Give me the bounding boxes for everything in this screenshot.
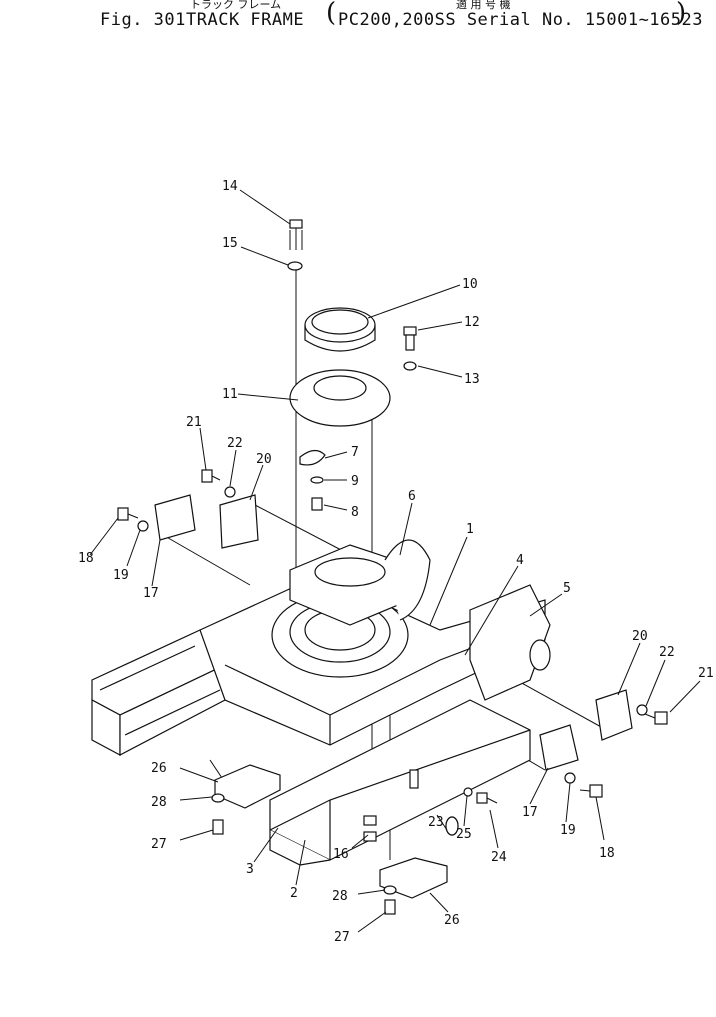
callout-11: 11 [222,387,238,402]
callout-21-left: 21 [186,415,202,430]
callout-26-right: 26 [444,913,460,928]
track-frame-body [91,494,551,866]
callout-27-right: 27 [334,930,350,945]
callout-labels: 1 2 3 4 5 6 7 8 9 10 11 12 13 14 15 16 1… [78,179,714,945]
callout-15: 15 [222,236,238,251]
callout-20-right: 20 [632,629,648,644]
callout-23: 23 [428,815,444,830]
figure-title-japanese: トラック フレーム [190,0,282,11]
callout-4: 4 [516,553,524,568]
callout-17-left: 17 [143,586,159,601]
leader-lines [89,189,701,933]
figure-title: TRACK FRAME [186,10,305,30]
callout-5: 5 [563,581,571,596]
callout-26-left: 26 [151,761,167,776]
callout-22-right: 22 [659,645,675,660]
callout-27-left: 27 [151,837,167,852]
callout-19-right: 19 [560,823,576,838]
callout-19-left: 19 [113,568,129,583]
callout-6: 6 [408,489,416,504]
callout-7: 7 [351,445,359,460]
callout-22-left: 22 [227,436,243,451]
callout-3: 3 [246,862,254,877]
callout-21-right: 21 [698,666,714,681]
callout-28-left: 28 [151,795,167,810]
callout-12: 12 [464,315,480,330]
small-parts [117,219,668,915]
callout-14: 14 [222,179,238,194]
callout-13: 13 [464,372,480,387]
callout-2: 2 [290,886,298,901]
callout-18-left: 18 [78,551,94,566]
callout-17-right: 17 [522,805,538,820]
callout-9: 9 [351,474,359,489]
callout-10: 10 [462,277,478,292]
callout-24: 24 [491,850,507,865]
figure-number: Fig. 301 [100,10,186,30]
callout-16: 16 [333,847,349,862]
callout-20-left: 20 [256,452,272,467]
callout-25: 25 [456,827,472,842]
callout-1: 1 [466,522,474,537]
open-parenthesis: ( [326,0,337,28]
callout-18-right: 18 [599,846,615,861]
applicability-japanese: 適 用 号 機 [456,0,511,11]
callout-28-right: 28 [332,889,348,904]
close-parenthesis: ) [676,0,687,28]
serial-range: PC200,200SS Serial No. 15001~16523 [338,10,703,30]
callout-8: 8 [351,505,359,520]
